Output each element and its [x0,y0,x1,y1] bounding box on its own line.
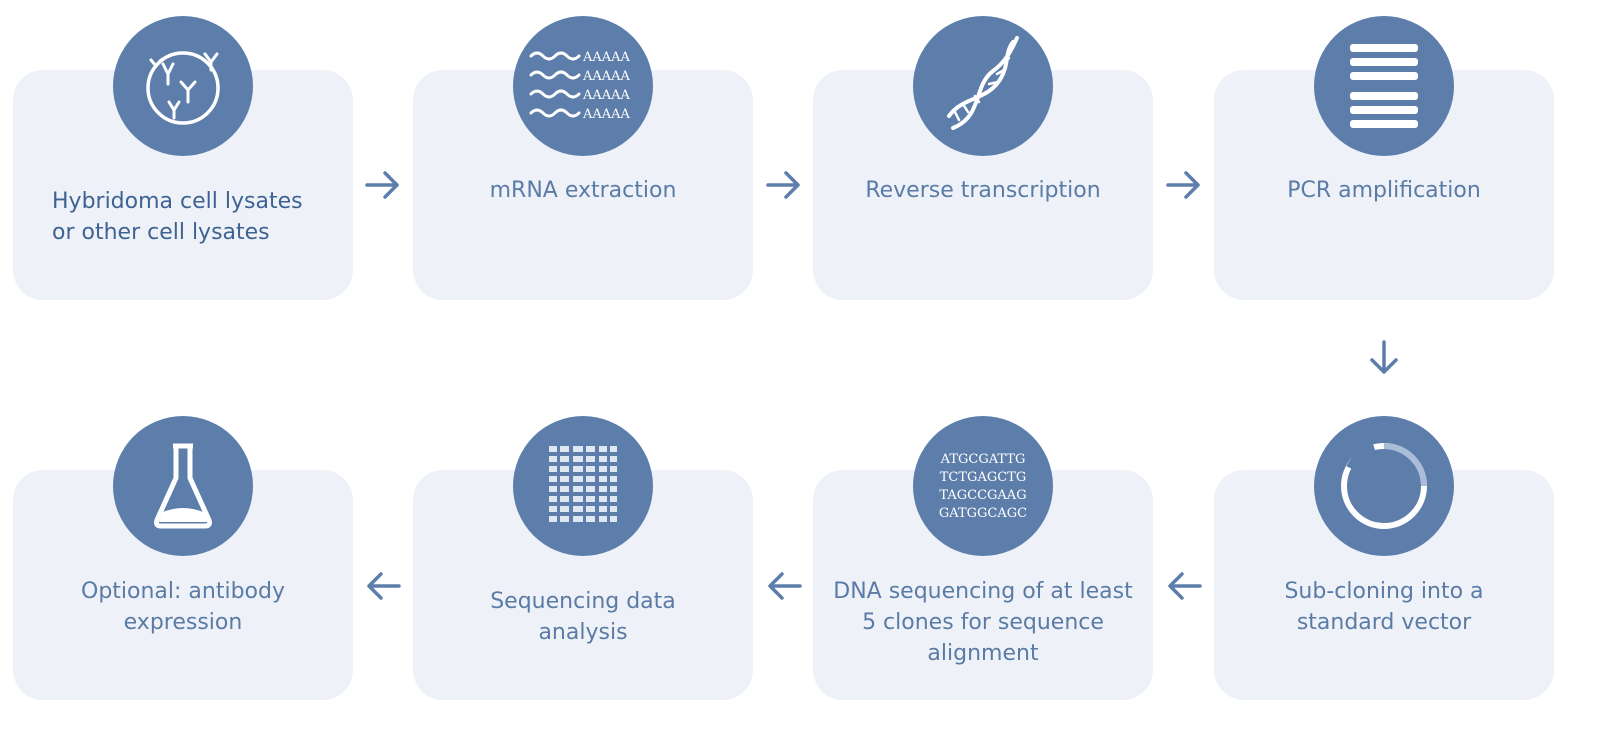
svg-text:TAGCCGAAG: TAGCCGAAG [939,488,1026,503]
svg-text:TCTGAGCTG: TCTGAGCTG [940,470,1026,485]
arrow-right-icon [764,165,804,205]
gel-bands-icon [1314,16,1454,156]
arrow-left-icon [1164,566,1204,606]
arrow-left-icon [363,566,403,606]
svg-text:AAAAA: AAAAA [582,88,631,103]
flask-icon [113,416,253,556]
svg-text:AAAAA: AAAAA [582,50,631,65]
sequence-alignment-icon [513,416,653,556]
step-label: DNA sequencing of at least 5 clones for … [833,579,1133,666]
step-label: Sub-cloning into a standard vector [1284,579,1484,635]
dna-sequence-icon: ATGCGATTG TCTGAGCTG TAGCCGAAG GATGGCAGC [913,416,1053,556]
arrow-right-icon [363,165,403,205]
svg-text:AAAAA: AAAAA [582,69,631,84]
svg-text:GATGGCAGC: GATGGCAGC [939,506,1027,521]
step-label: PCR amplification [1287,178,1481,203]
arrow-left-icon [764,566,804,606]
mrna-icon: AAAAA AAAAA AAAAA AAAAA [513,16,653,156]
step-label: mRNA extraction [489,178,677,203]
dna-helix-icon [913,16,1053,156]
svg-text:AAAAA: AAAAA [582,107,631,122]
step-label: Hybridoma cell lysates or other cell lys… [52,189,303,245]
antibody-cell-icon [113,16,253,156]
step-label: Sequencing data analysis [490,589,676,645]
svg-text:ATGCGATTG: ATGCGATTG [940,452,1026,467]
plasmid-vector-icon [1314,416,1454,556]
step-label: Reverse transcription [865,178,1101,203]
step-label: Optional: antibody expression [81,579,285,635]
arrow-down-icon [1364,338,1404,378]
arrow-right-icon [1164,165,1204,205]
